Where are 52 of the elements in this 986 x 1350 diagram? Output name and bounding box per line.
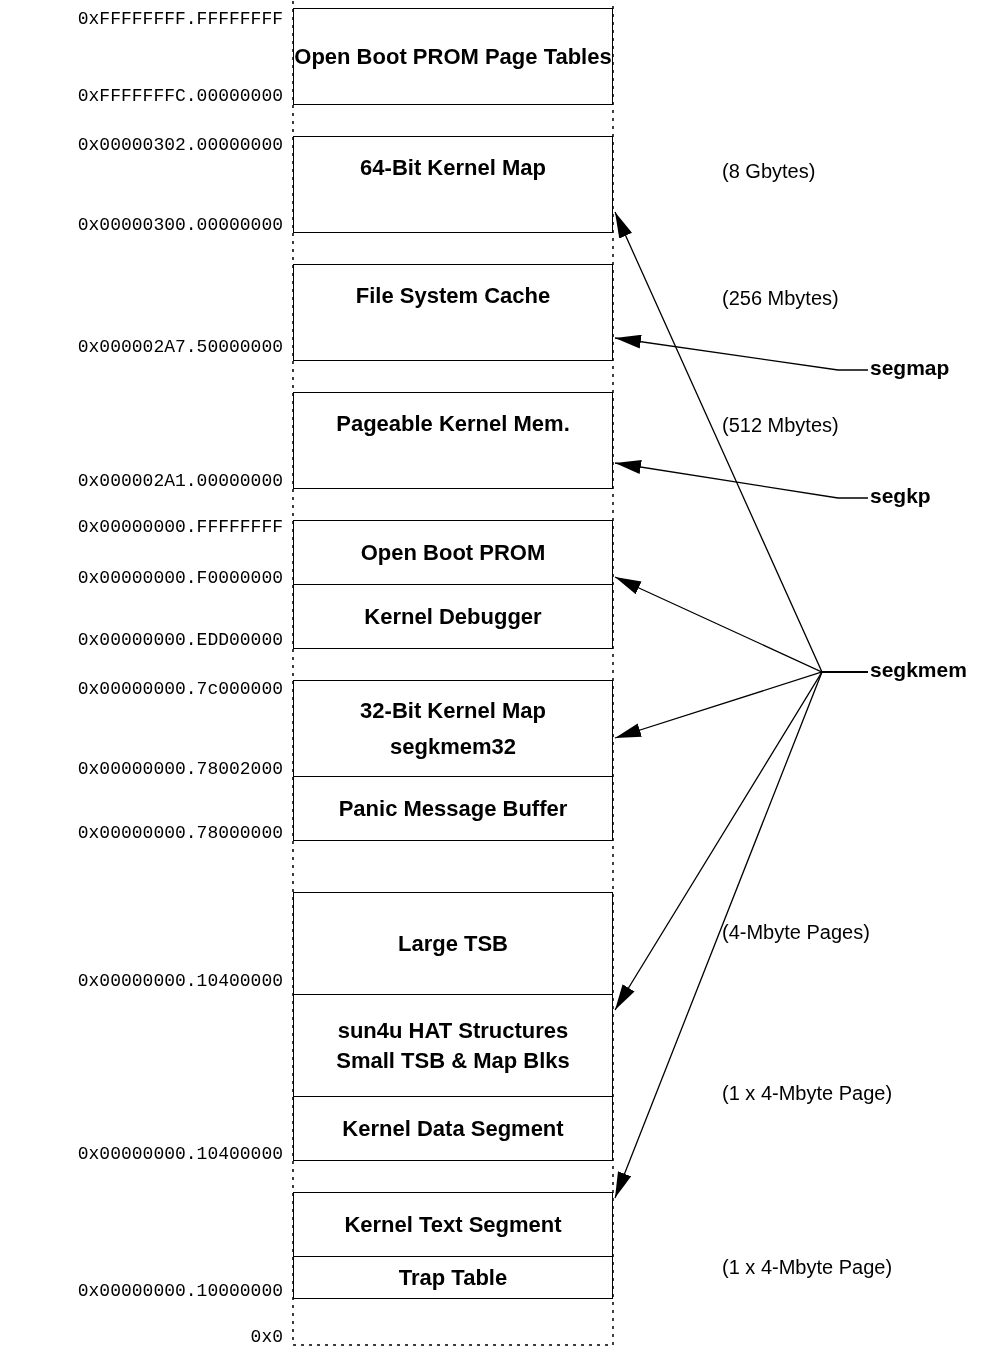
size-note: (512 Mbytes) (722, 414, 839, 437)
size-note: (4-Mbyte Pages) (722, 921, 870, 944)
address-label: 0x00000000.F0000000 (77, 568, 283, 588)
segment-label: Small TSB & Map Blks (336, 1046, 570, 1075)
memory-segment-box (293, 892, 613, 995)
memory-segment-box (293, 136, 613, 233)
address-label: 0x00000000.FFFFFFFF (77, 517, 283, 537)
memory-segment-box (293, 994, 613, 1097)
memory-segment-box (293, 392, 613, 489)
size-note: (8 Gbytes) (722, 160, 816, 183)
memory-segment-box (293, 8, 613, 105)
segment-label: 64-Bit Kernel Map (360, 154, 546, 182)
address-label: 0x00000302.00000000 (77, 135, 283, 155)
address-label: 0x00000000.10000000 (77, 1281, 283, 1301)
segment-label: 32-Bit Kernel Map (360, 696, 546, 725)
size-note: (1 x 4-Mbyte Page) (722, 1082, 893, 1105)
address-label: 0xFFFFFFFC.00000000 (77, 86, 283, 106)
address-label: 0x00000000.78002000 (77, 759, 283, 779)
memory-segment-box (293, 584, 613, 649)
size-note: (1 x 4-Mbyte Page) (722, 1256, 893, 1279)
memory-segment-box (293, 680, 613, 777)
address-label: 0x00000000.78000000 (77, 823, 283, 843)
segment-label: Kernel Data Segment (342, 1114, 564, 1143)
memory-segment-box (293, 520, 613, 585)
segment-label: Kernel Debugger (364, 602, 542, 631)
segment-label: Panic Message Buffer (338, 794, 568, 823)
segment-label: Pageable Kernel Mem. (336, 410, 570, 438)
address-label: 0x00000000.EDD00000 (77, 630, 283, 650)
arrow (614, 334, 869, 371)
address-label: 0x000002A1.00000000 (77, 471, 283, 491)
memory-segment-box (293, 1192, 613, 1257)
address-label: 0x0 (250, 1327, 283, 1347)
segment-label: Kernel Text Segment (344, 1210, 562, 1239)
address-label: 0x00000300.00000000 (77, 215, 283, 235)
memory-segment-box (293, 1256, 613, 1299)
segment-label: segkmem32 (390, 732, 516, 761)
address-label: 0x000002A7.50000000 (77, 337, 283, 357)
address-label: 0x00000000.10400000 (77, 1144, 283, 1164)
segment-label: Trap Table (398, 1263, 508, 1292)
memory-segment-box (293, 264, 613, 361)
segment-label: File System Cache (355, 282, 551, 310)
address-label: 0x00000000.7c000000 (77, 679, 283, 699)
size-note: (256 Mbytes) (722, 287, 839, 310)
address-label: 0xFFFFFFFF.FFFFFFFF (77, 9, 283, 29)
memory-segment-box (293, 776, 613, 841)
segment-label: Open Boot PROM (360, 538, 546, 567)
address-label: 0x00000000.10400000 (77, 971, 283, 991)
segment-label: Large TSB (398, 929, 508, 958)
segment-label: sun4u HAT Structures (337, 1016, 569, 1045)
arrow (614, 460, 869, 499)
segment-label: Open Boot PROM Page Tables (294, 42, 612, 71)
memory-segment-box (293, 1096, 613, 1161)
